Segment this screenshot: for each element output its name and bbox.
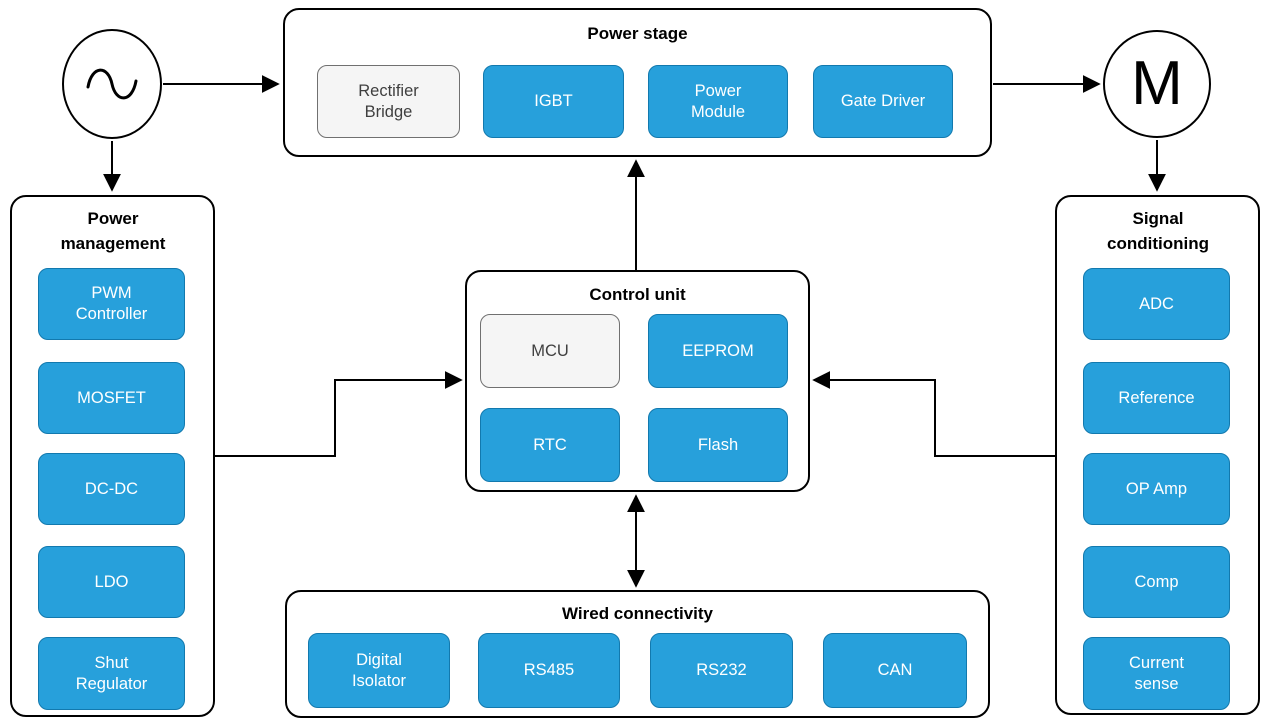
module-dc-dc: DC-DC: [38, 453, 185, 525]
module-rtc: RTC: [480, 408, 620, 482]
module-can: CAN: [823, 633, 967, 708]
arrow-power-management-to-control-unit: [215, 371, 463, 457]
module-comp: Comp: [1083, 546, 1230, 618]
module-reference: Reference: [1083, 362, 1230, 434]
group-title-signal-conditioning: Signal conditioning: [1107, 209, 1209, 253]
group-title-wired-connectivity: Wired connectivity: [562, 604, 713, 623]
module-flash: Flash: [648, 408, 788, 482]
module-eeprom: EEPROM: [648, 314, 788, 388]
ac-sine-icon: [86, 68, 138, 100]
module-pwm-controller: PWM Controller: [38, 268, 185, 340]
module-power-module: Power Module: [648, 65, 788, 138]
motor-label: M: [1131, 49, 1183, 118]
module-mcu: MCU: [480, 314, 620, 388]
module-rectifier-bridge: Rectifier Bridge: [317, 65, 460, 138]
module-rs232: RS232: [650, 633, 793, 708]
module-shut-regulator: Shut Regulator: [38, 637, 185, 710]
module-current-sense: Current sense: [1083, 637, 1230, 710]
group-title-power-stage: Power stage: [587, 24, 688, 43]
module-op-amp: OP Amp: [1083, 453, 1230, 525]
ac-source-node: [62, 29, 162, 139]
motor-node: M: [1103, 30, 1211, 138]
arrow-signal-conditioning-to-control-unit: [812, 371, 1055, 457]
module-adc: ADC: [1083, 268, 1230, 340]
module-mosfet: MOSFET: [38, 362, 185, 434]
group-title-power-management: Power management: [60, 209, 166, 253]
module-digital-isolator: Digital Isolator: [308, 633, 450, 708]
group-title-control-unit: Control unit: [589, 285, 686, 304]
module-igbt: IGBT: [483, 65, 624, 138]
module-ldo: LDO: [38, 546, 185, 618]
module-rs485: RS485: [478, 633, 620, 708]
module-gate-driver: Gate Driver: [813, 65, 953, 138]
